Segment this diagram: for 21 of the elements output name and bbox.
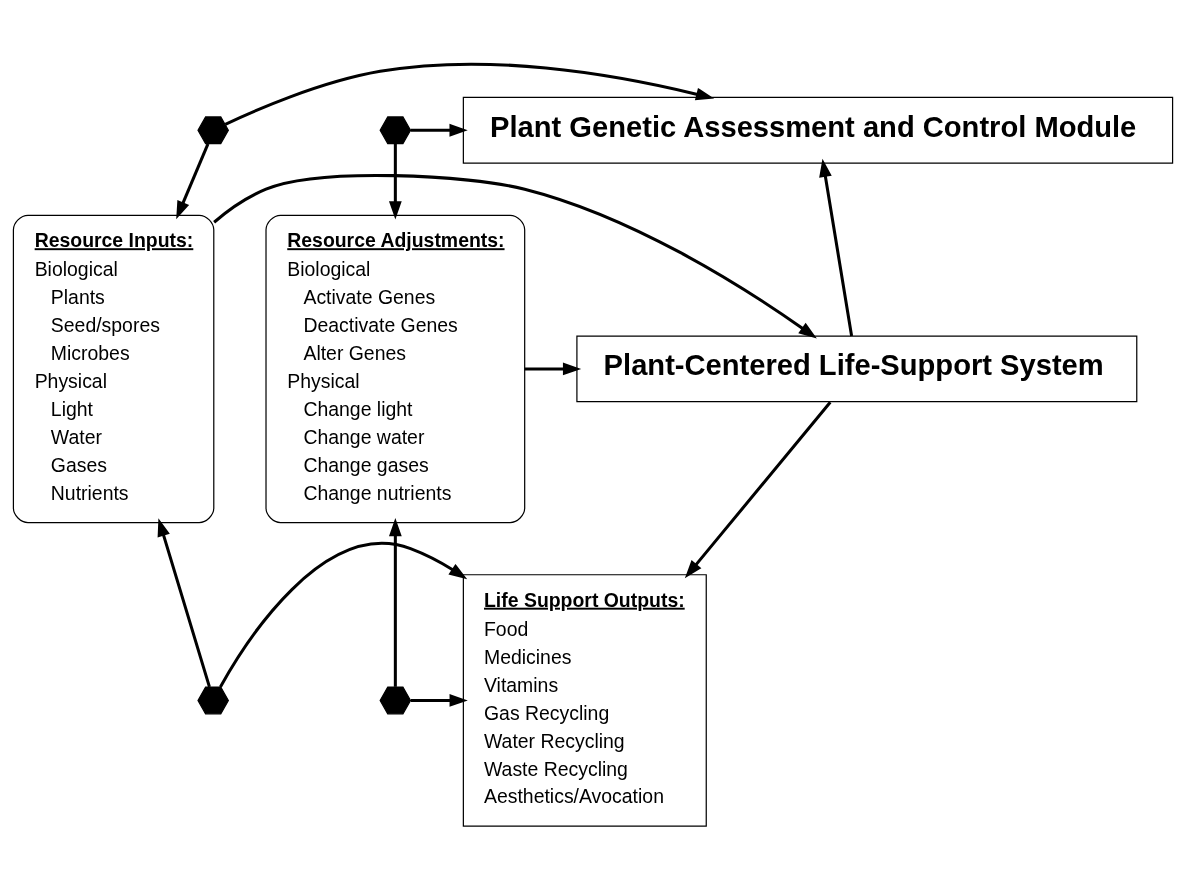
arrow <box>388 518 402 687</box>
node-box: Plant-Centered Life-Support System <box>576 335 1138 403</box>
node-box: Resource Inputs: Biological Plants Seed/spores Microbes Physical Light Water Gases Nutrients <box>12 214 215 524</box>
arrow <box>157 518 211 688</box>
node-box: Life Support Outputs: Food Medicines Vitamins Gas Recycling Water Recycling Waste Recycling Aesthetics/Avocation <box>462 574 707 827</box>
arrow <box>524 362 582 376</box>
node-hexagon <box>379 116 412 145</box>
node-box: Resource Adjustments: Biological Activate Genes Deactivate Genes Alter Genes Physical Change light Change water Change gases Change nutrients <box>265 214 526 524</box>
node-hexagon <box>379 686 412 715</box>
arrow <box>219 542 468 688</box>
arrow <box>819 158 854 337</box>
node-box: Plant Genetic Assessment and Control Module <box>462 96 1174 164</box>
arrow <box>176 143 210 220</box>
node-hexagon <box>197 116 230 145</box>
arrow <box>388 143 402 220</box>
arrow <box>213 174 817 339</box>
arrow <box>410 123 468 137</box>
arrow <box>224 62 715 126</box>
arrow <box>684 401 832 579</box>
node-hexagon <box>197 686 230 715</box>
arrow <box>410 694 468 707</box>
